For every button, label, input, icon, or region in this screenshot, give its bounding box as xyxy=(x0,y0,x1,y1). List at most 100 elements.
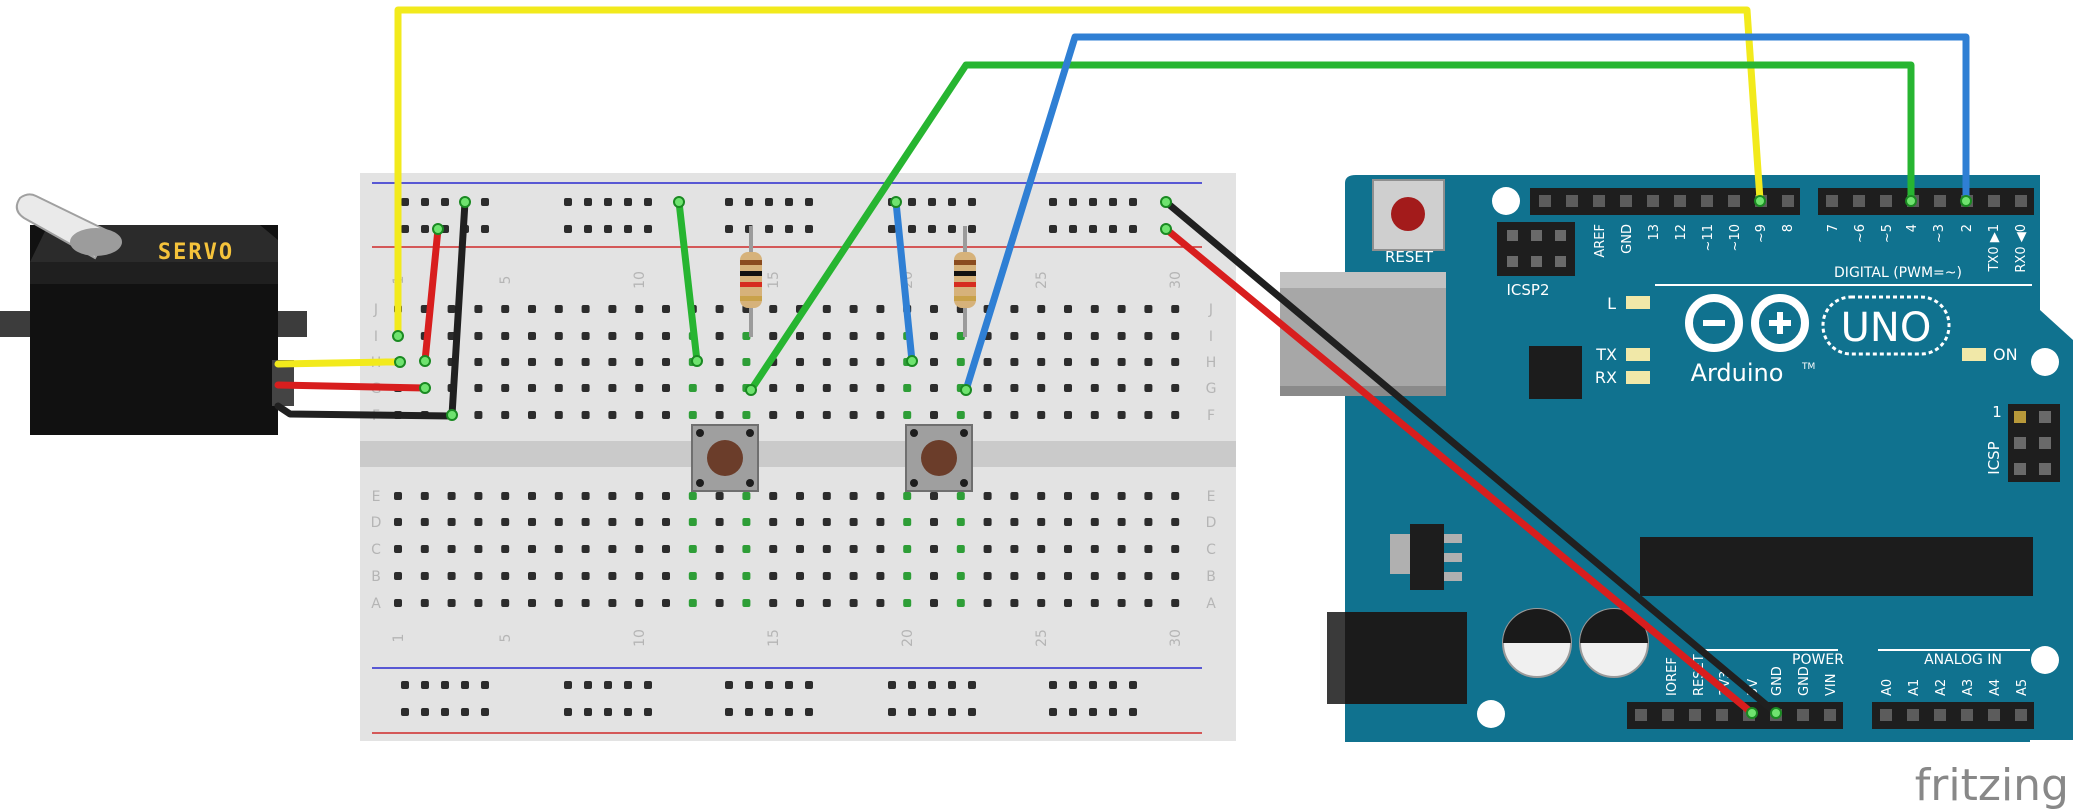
breadboard-hole xyxy=(983,572,992,580)
breadboard-hole xyxy=(715,384,724,392)
breadboard-hole xyxy=(1117,332,1126,340)
breadboard-hole xyxy=(608,305,617,313)
breadboard-hole xyxy=(930,358,938,366)
column-number: 10 xyxy=(632,629,648,647)
header-socket xyxy=(1907,709,1919,721)
header-socket xyxy=(1674,195,1686,207)
breadboard-hole xyxy=(876,518,885,526)
breadboard-hole xyxy=(876,411,885,419)
breadboard-hole xyxy=(1010,518,1019,526)
digital-pin-label: ~10 xyxy=(1728,224,1743,251)
breadboard-rail-hole xyxy=(1109,225,1117,233)
breadboard-hole xyxy=(742,518,751,526)
breadboard-hole xyxy=(662,545,670,553)
breadboard-hole xyxy=(715,492,724,500)
breadboard-hole xyxy=(822,332,831,340)
breadboard-hole xyxy=(769,572,778,580)
breadboard-hole xyxy=(608,492,617,500)
header-socket xyxy=(1934,195,1946,207)
led-on xyxy=(1962,348,1986,361)
breadboard-hole xyxy=(849,332,858,340)
breadboard-hole xyxy=(1090,384,1099,392)
wire-endpoint xyxy=(394,356,406,368)
breadboard-rail-hole xyxy=(805,681,813,689)
breadboard-hole xyxy=(1144,599,1153,607)
breadboard-rail-hole xyxy=(1129,708,1137,716)
breadboard-hole xyxy=(876,492,885,500)
header-socket xyxy=(1593,195,1605,207)
digital-header-label: DIGITAL (PWM=~) xyxy=(1834,265,1962,281)
breadboard-rail-hole xyxy=(908,225,916,233)
header-socket xyxy=(1797,709,1809,721)
breadboard-rail-hole xyxy=(725,708,733,716)
breadboard-rail-hole xyxy=(401,681,409,689)
breadboard-rail-hole xyxy=(1109,198,1117,206)
led-rx-label: RX xyxy=(1595,368,1617,387)
breadboard-rail-hole xyxy=(725,681,733,689)
breadboard-rail-hole xyxy=(481,708,489,716)
breadboard-hole xyxy=(420,492,429,500)
breadboard-hole xyxy=(608,384,617,392)
column-number: 5 xyxy=(498,634,514,643)
breadboard-rail-hole xyxy=(785,708,793,716)
power-jack-edge xyxy=(1327,612,1345,704)
uno-model: UNO xyxy=(1841,305,1932,351)
breadboard-rail-hole xyxy=(948,225,956,233)
wire-black-gnd xyxy=(1162,198,1780,717)
header-socket xyxy=(1961,709,1973,721)
breadboard-hole xyxy=(930,572,938,580)
breadboard-hole xyxy=(849,411,858,419)
breadboard-hole xyxy=(1010,305,1019,313)
column-number: 25 xyxy=(1034,271,1050,289)
breadboard-hole xyxy=(474,305,483,313)
breadboard-hole xyxy=(528,411,536,419)
breadboard-hole xyxy=(1171,518,1180,526)
breadboard-rail-hole xyxy=(1049,681,1057,689)
breadboard-hole xyxy=(796,599,804,607)
breadboard-hole xyxy=(635,305,644,313)
breadboard-hole xyxy=(554,305,563,313)
breadboard-hole xyxy=(1064,305,1072,313)
wire-endpoint xyxy=(1905,195,1917,207)
wire-endpoint xyxy=(1960,195,1972,207)
icsp-label: ICSP xyxy=(1985,441,2003,474)
breadboard-hole xyxy=(528,305,536,313)
column-number: 20 xyxy=(900,629,916,647)
breadboard-rail-hole xyxy=(1069,225,1077,233)
breadboard-rail-hole xyxy=(725,198,733,206)
breadboard-hole xyxy=(501,518,510,526)
digital-header xyxy=(1530,188,2034,215)
breadboard-hole xyxy=(956,518,965,526)
wire-endpoint xyxy=(890,196,902,208)
breadboard-hole xyxy=(1037,572,1046,580)
column-number: 15 xyxy=(766,271,782,289)
breadboard-hole xyxy=(1171,358,1180,366)
column-number: 10 xyxy=(632,271,648,289)
breadboard-hole xyxy=(903,492,912,500)
breadboard-hole xyxy=(1171,332,1180,340)
breadboard-hole xyxy=(822,518,831,526)
breadboard-rail-hole xyxy=(968,681,976,689)
breadboard-hole xyxy=(930,492,938,500)
breadboard-hole xyxy=(1117,492,1126,500)
breadboard-hole xyxy=(849,572,858,580)
header-socket xyxy=(2015,709,2027,721)
breadboard-rail-hole xyxy=(948,681,956,689)
breadboard-hole xyxy=(447,599,456,607)
breadboard-rail-hole xyxy=(604,708,612,716)
breadboard-rail-hole xyxy=(564,225,572,233)
breadboard-hole xyxy=(796,518,804,526)
servo-power-lead xyxy=(274,381,429,392)
breadboard-rail-hole xyxy=(401,225,409,233)
breadboard-hole xyxy=(635,545,644,553)
breadboard-hole xyxy=(394,492,402,500)
breadboard-hole xyxy=(474,492,483,500)
breadboard-hole xyxy=(796,332,804,340)
led-l-label: L xyxy=(1607,294,1616,313)
header-socket xyxy=(1934,709,1946,721)
header-socket xyxy=(1824,709,1836,721)
breadboard-rail-hole xyxy=(805,198,813,206)
wire-endpoint xyxy=(691,355,703,367)
breadboard-hole xyxy=(742,492,751,500)
digital-pin-label: 12 xyxy=(1674,224,1689,241)
